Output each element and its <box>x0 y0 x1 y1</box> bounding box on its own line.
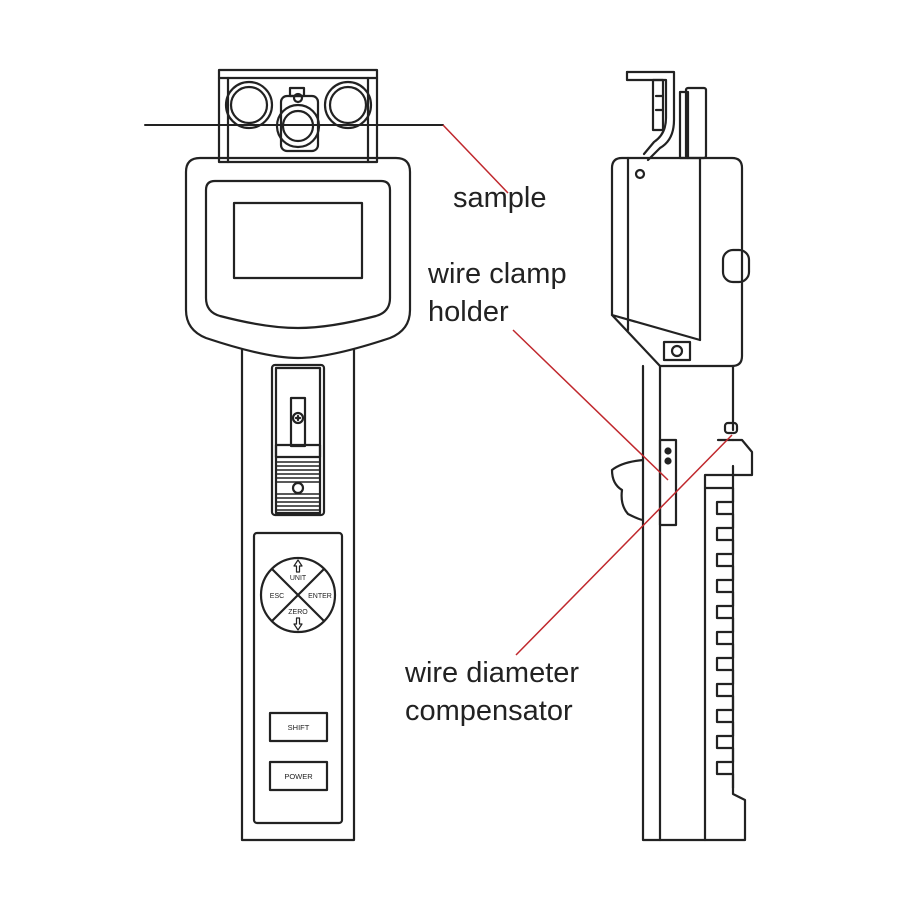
enter-key-label[interactable]: ENTER <box>308 593 332 600</box>
sample-label: sample <box>453 182 547 214</box>
grip-ribs <box>703 473 737 842</box>
display-housing <box>184 156 412 360</box>
handle-body <box>240 348 356 842</box>
power-button-label[interactable]: POWER <box>284 772 313 781</box>
keypad-panel <box>252 531 344 825</box>
side-handle-body <box>641 364 747 842</box>
side-trigger <box>610 458 645 522</box>
power-button[interactable] <box>268 760 329 792</box>
clamp-holder-leader <box>512 329 669 481</box>
guide-roller-bracket <box>217 68 379 164</box>
connector-socket <box>662 340 692 362</box>
left-guide-roller <box>224 80 274 130</box>
wire-clamp-holder-label-line1: wire clamp <box>427 258 567 290</box>
wire-diameter-compensator-label-line1: wire diameter <box>404 657 579 689</box>
leader-lines <box>442 124 733 656</box>
zero-key-label[interactable]: ZERO <box>288 609 308 616</box>
arrow-up-icon <box>293 559 303 573</box>
esc-key-label[interactable]: ESC <box>270 593 284 600</box>
callout-labels: sample wire clamp holder wire diameter c… <box>404 182 579 727</box>
direction-keypad[interactable] <box>259 556 337 634</box>
compensator-leader <box>515 434 733 656</box>
zero-adjust-slider <box>270 363 326 517</box>
front-view <box>144 68 444 842</box>
wire-clamp-holder-label-line2: holder <box>428 296 509 328</box>
wire-diameter-compensator-label-line2: compensator <box>405 695 573 727</box>
unit-key-label[interactable]: UNIT <box>290 575 307 582</box>
side-view <box>610 70 754 842</box>
side-knob <box>721 248 751 284</box>
shift-button-label[interactable]: SHIFT <box>288 723 310 732</box>
keypad-labels: UNIT ESC ENTER ZERO SHIFT POWER <box>270 575 332 781</box>
sample-leader <box>442 124 509 194</box>
right-guide-roller <box>323 80 373 130</box>
wire-hook <box>625 70 676 162</box>
lcd-screen <box>232 201 364 280</box>
side-head-housing <box>610 156 744 368</box>
shift-button[interactable] <box>268 711 329 743</box>
display-bezel <box>204 179 392 330</box>
center-sensing-roller <box>275 94 321 153</box>
wire-diameter-compensator-part <box>723 421 739 435</box>
wire-clamp-holder-part <box>658 438 678 527</box>
arrow-down-icon <box>293 617 303 631</box>
